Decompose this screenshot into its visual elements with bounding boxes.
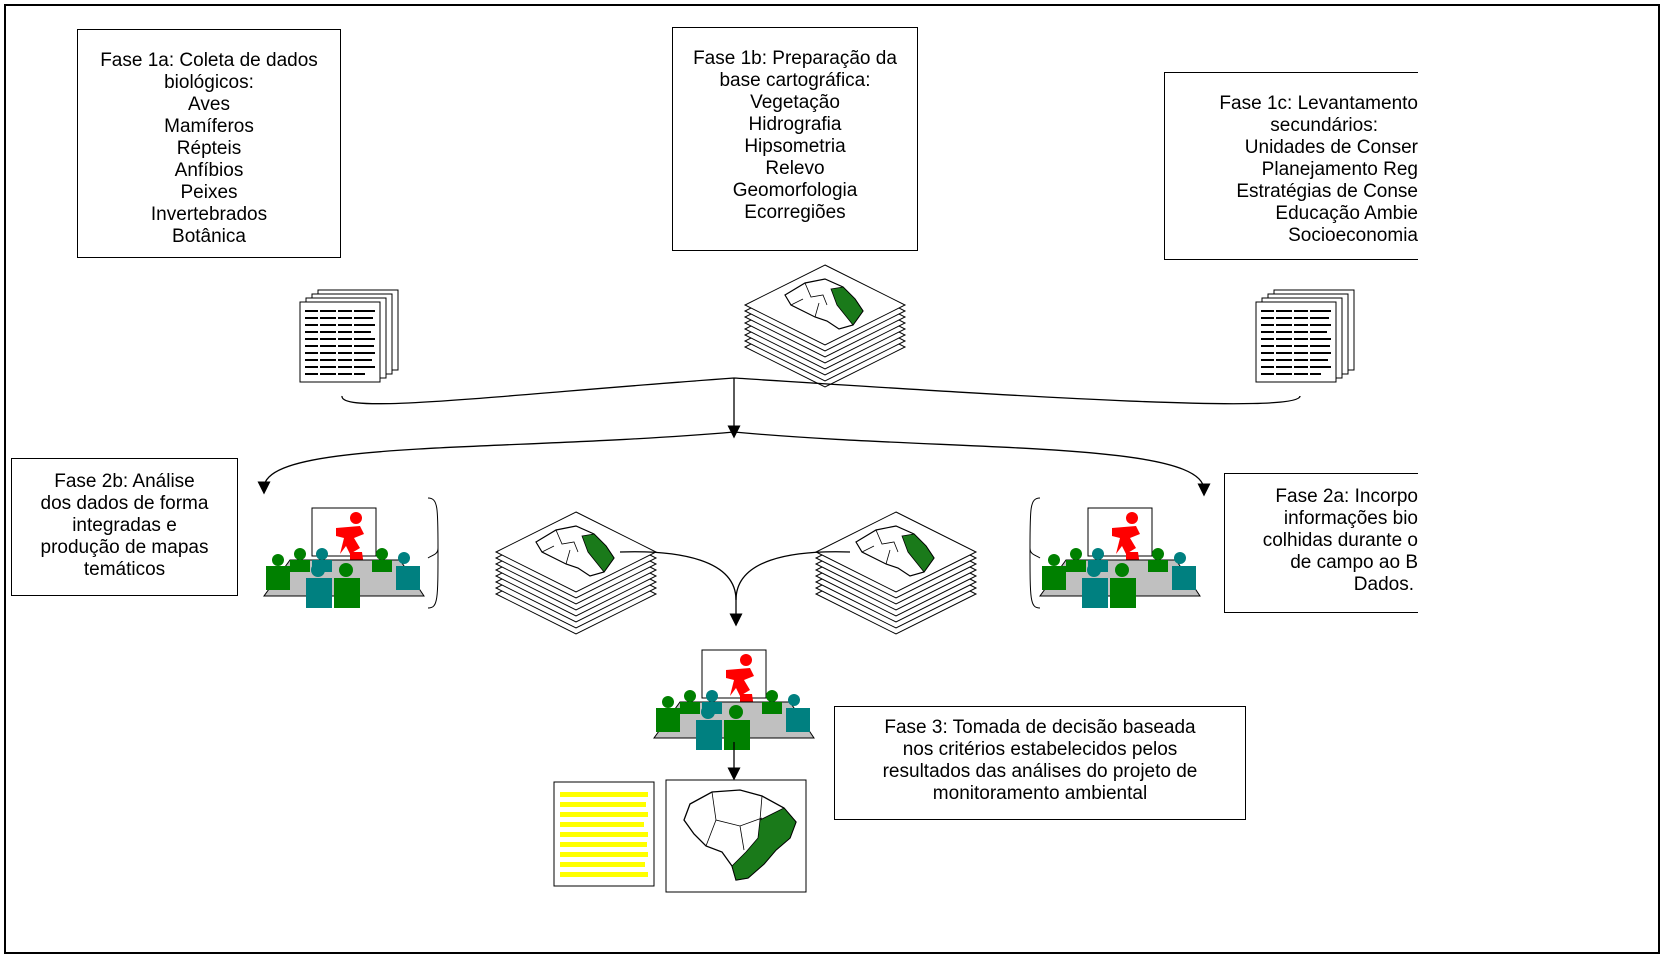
phase-1a-item: Anfíbios: [174, 160, 244, 181]
species-list-document-icon: [553, 781, 655, 887]
thematic-map-layers-left-icon: [495, 511, 657, 635]
phase-2b-line: dos dados de forma: [40, 493, 209, 514]
arrow-to-phase2a: [733, 431, 1211, 497]
phase-2a-line: Fase 2a: Incorpo: [1275, 486, 1418, 507]
convergence-curves: [341, 377, 1301, 405]
thematic-map-layers-right-icon: [815, 511, 977, 635]
phase-1c-line: Fase 1c: Levantamento: [1219, 93, 1418, 114]
phase-3-line: nos critérios estabelecidos pelos: [902, 739, 1178, 760]
phase-2a-line: colhidas durante o: [1262, 530, 1418, 551]
brazil-priority-areas-map: [665, 779, 807, 893]
phase-1a-title: Fase 1a: Coleta de dados biológicos:: [100, 50, 318, 93]
phase-1a-item: Mamíferos: [164, 116, 254, 137]
phase-1b-item: Geomorfologia: [732, 180, 858, 201]
phase-1b-item: Vegetação: [750, 92, 840, 113]
field-data-meeting-icon: [1039, 507, 1201, 609]
phase-1c-line: Estratégias de Conse: [1236, 181, 1418, 202]
phase-2a-line: Dados.: [1353, 574, 1414, 595]
phase-1c-line: Planejamento Reg: [1261, 159, 1418, 180]
right-brace: [1029, 497, 1041, 609]
phase-1c-line: Socioeconomia: [1288, 225, 1418, 246]
analysis-meeting-icon: [263, 507, 425, 609]
decision-meeting-icon: [653, 649, 815, 751]
phase-3-box: Fase 3: Tomada de decisão baseada nos cr…: [834, 706, 1246, 820]
phase-1b-box: Fase 1b: Preparação da base cartográfica…: [672, 27, 918, 251]
biological-data-docs-icon: [299, 289, 399, 383]
phase-3-line: monitoramento ambiental: [932, 783, 1148, 804]
left-brace: [427, 497, 439, 609]
phase-1a-item: Peixes: [180, 182, 238, 203]
phase-2b-line: Fase 2b: Análise: [54, 471, 195, 492]
phase-1c-line: Educação Ambie: [1275, 203, 1418, 224]
diagram-frame: [4, 4, 1660, 954]
phase-1b-item: Ecorregiões: [744, 202, 846, 223]
secondary-data-docs-icon: [1255, 289, 1355, 383]
phase-2a-line: de campo ao B: [1290, 552, 1418, 573]
phase-1a-item: Botânica: [172, 226, 246, 247]
phase-1c-line: secundários:: [1270, 115, 1378, 136]
phase-1b-item: Relevo: [765, 158, 825, 179]
phase-1b-item: Hidrografia: [748, 114, 842, 135]
phase-1b-item: Hipsometria: [744, 136, 846, 157]
phase-1b-title: Fase 1b: Preparação da base cartográfica…: [693, 48, 897, 91]
phase-1a-item: Répteis: [176, 138, 242, 159]
phase-2a-box: Fase 2a: Incorpo informações bio colhida…: [1224, 473, 1418, 613]
phase-2b-line: produção de mapas: [40, 537, 209, 558]
phase-3-line: resultados das análises do projeto de: [882, 761, 1198, 782]
cartographic-base-map-layers-icon: [744, 264, 906, 388]
phase-1a-box: Fase 1a: Coleta de dados biológicos: Ave…: [77, 29, 341, 258]
phase-1c-line: Unidades de Conser: [1244, 137, 1418, 158]
phase-1c-box: Fase 1c: Levantamento secundários: Unida…: [1164, 72, 1418, 260]
arrow-to-phase2b: [257, 431, 735, 495]
map-convergence-curves: [619, 551, 851, 601]
phase-2b-box: Fase 2b: Análise dos dados de forma inte…: [11, 458, 238, 596]
phase-1a-item: Aves: [188, 94, 230, 115]
phase-2a-line: informações bio: [1283, 508, 1418, 529]
phase-3-line: Fase 3: Tomada de decisão baseada: [884, 717, 1196, 738]
phase-1a-item: Invertebrados: [150, 204, 268, 225]
phase-2b-line: integradas e: [72, 515, 177, 536]
phase-2b-line: temáticos: [83, 559, 166, 580]
